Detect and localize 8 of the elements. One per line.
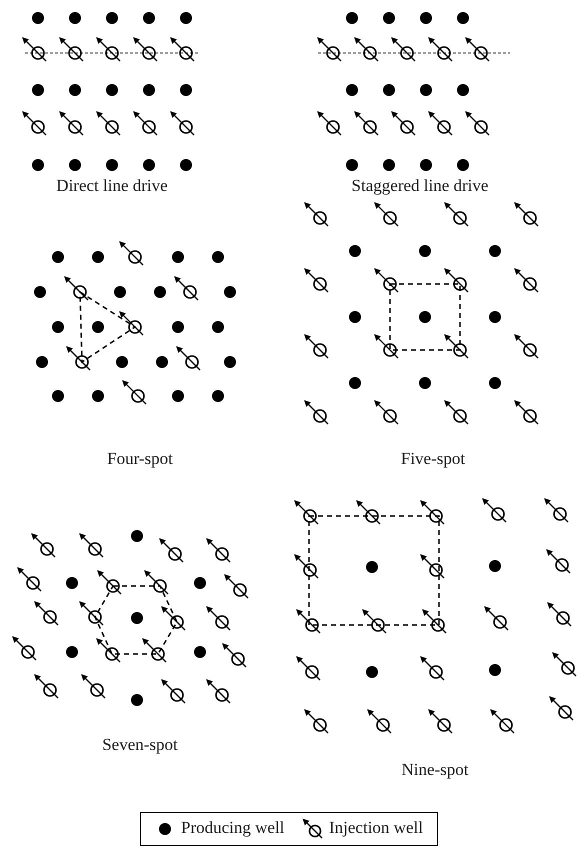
pattern-caption: Direct line drive (56, 176, 168, 196)
pattern-caption: Seven-spot (102, 735, 178, 755)
pattern-caption: Nine-spot (401, 760, 469, 780)
pattern-caption: Five-spot (400, 449, 466, 469)
legend-label: Injection well (329, 818, 423, 838)
pattern-caption: Staggered line drive (352, 176, 488, 196)
legend-label: Producing well (181, 818, 284, 838)
pattern-caption: Four-spot (107, 449, 173, 469)
